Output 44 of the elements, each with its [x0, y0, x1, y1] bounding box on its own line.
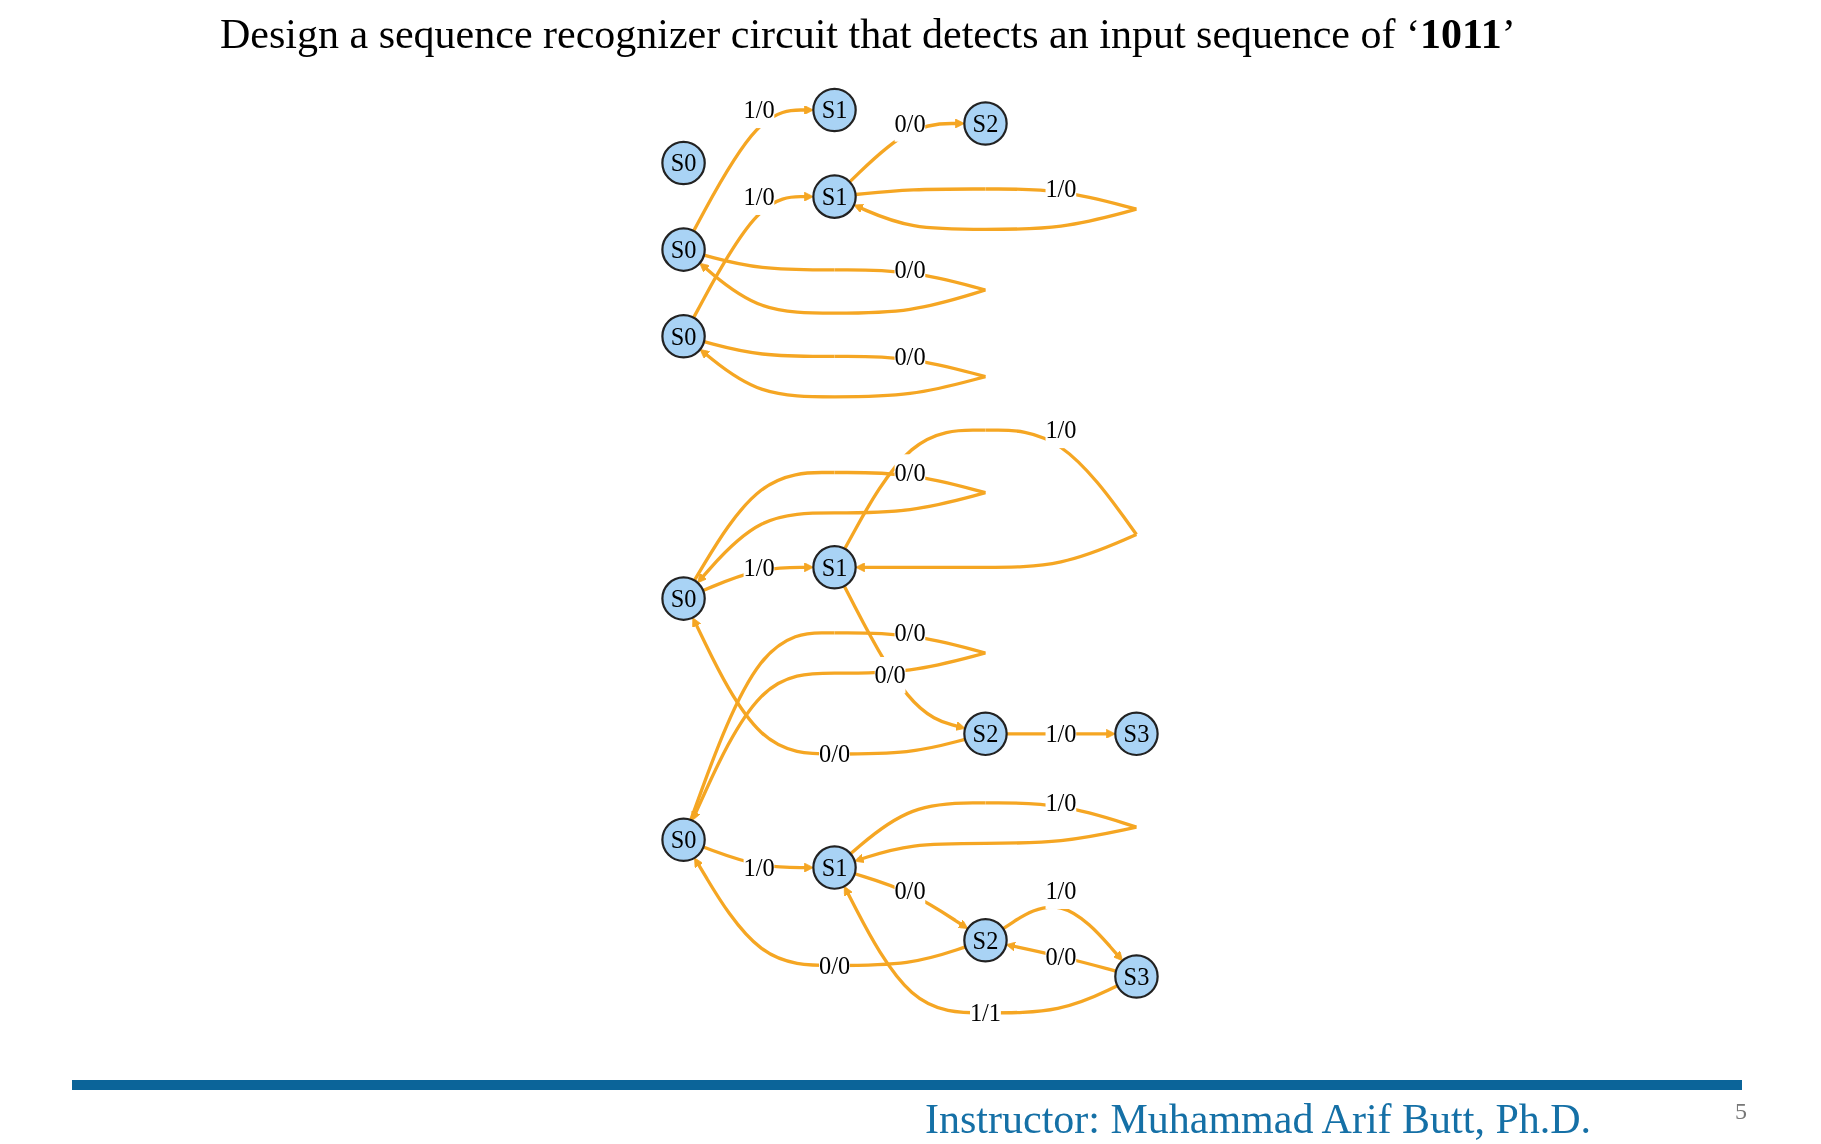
edge-label: 1/0: [743, 182, 775, 211]
edge-label: 0/0: [894, 458, 926, 487]
node-circle: S2: [963, 917, 1008, 963]
node-circle: S2: [963, 101, 1008, 146]
node-circle: S1: [812, 174, 857, 219]
node-circle: S1: [812, 845, 857, 890]
node-circle: S3: [1114, 711, 1159, 757]
node-circle: S1: [812, 87, 857, 133]
node-circle: S0: [661, 227, 706, 272]
edge-label: 1/0: [1045, 719, 1077, 748]
node-circle: S0: [661, 817, 706, 862]
arrow: [854, 872, 969, 930]
edge-label: 1/1: [969, 999, 1002, 1027]
edge-label: 0/0: [894, 618, 926, 647]
arrow: [842, 585, 966, 731]
edge-label: 0/0: [1045, 942, 1077, 971]
edge-label: 0/0: [894, 109, 926, 138]
edge-label: 0/0: [894, 342, 926, 371]
edge-label: 0/0: [818, 951, 851, 980]
edge-label: 0/0: [818, 740, 851, 768]
slide-title: Design a sequence recognizer circuit that detects an input sequence of ‘1011’: [220, 10, 1516, 58]
arrow: [692, 191, 814, 319]
edge-label: 1/0: [1045, 175, 1077, 203]
edge-label: 1/0: [743, 96, 775, 124]
node-circle: S0: [661, 313, 706, 359]
edge-label: 1/0: [1045, 789, 1077, 817]
node-circle: S2: [963, 711, 1008, 757]
edge-label: 0/0: [894, 876, 926, 905]
arrow: [1002, 905, 1123, 962]
page-number: 5: [1735, 1098, 1747, 1125]
edge-label: 0/0: [874, 661, 906, 690]
arrow: [692, 105, 814, 232]
node-circle: S3: [1114, 954, 1159, 999]
edge-label: 0/0: [894, 255, 926, 284]
edge-label: 1/0: [1045, 416, 1077, 444]
edge-label: 1/0: [1045, 876, 1077, 905]
node-circle: S1: [812, 545, 857, 590]
arrow: [692, 617, 966, 756]
edge-label: 1/0: [743, 553, 775, 582]
node-circle: S0: [661, 576, 706, 621]
instructor-credit: Instructor: Muhammad Arif Butt, Ph.D.: [925, 1095, 1592, 1143]
arrow: [694, 857, 966, 968]
edge-label: 1/0: [743, 853, 775, 882]
node-circle: S0: [661, 140, 706, 186]
